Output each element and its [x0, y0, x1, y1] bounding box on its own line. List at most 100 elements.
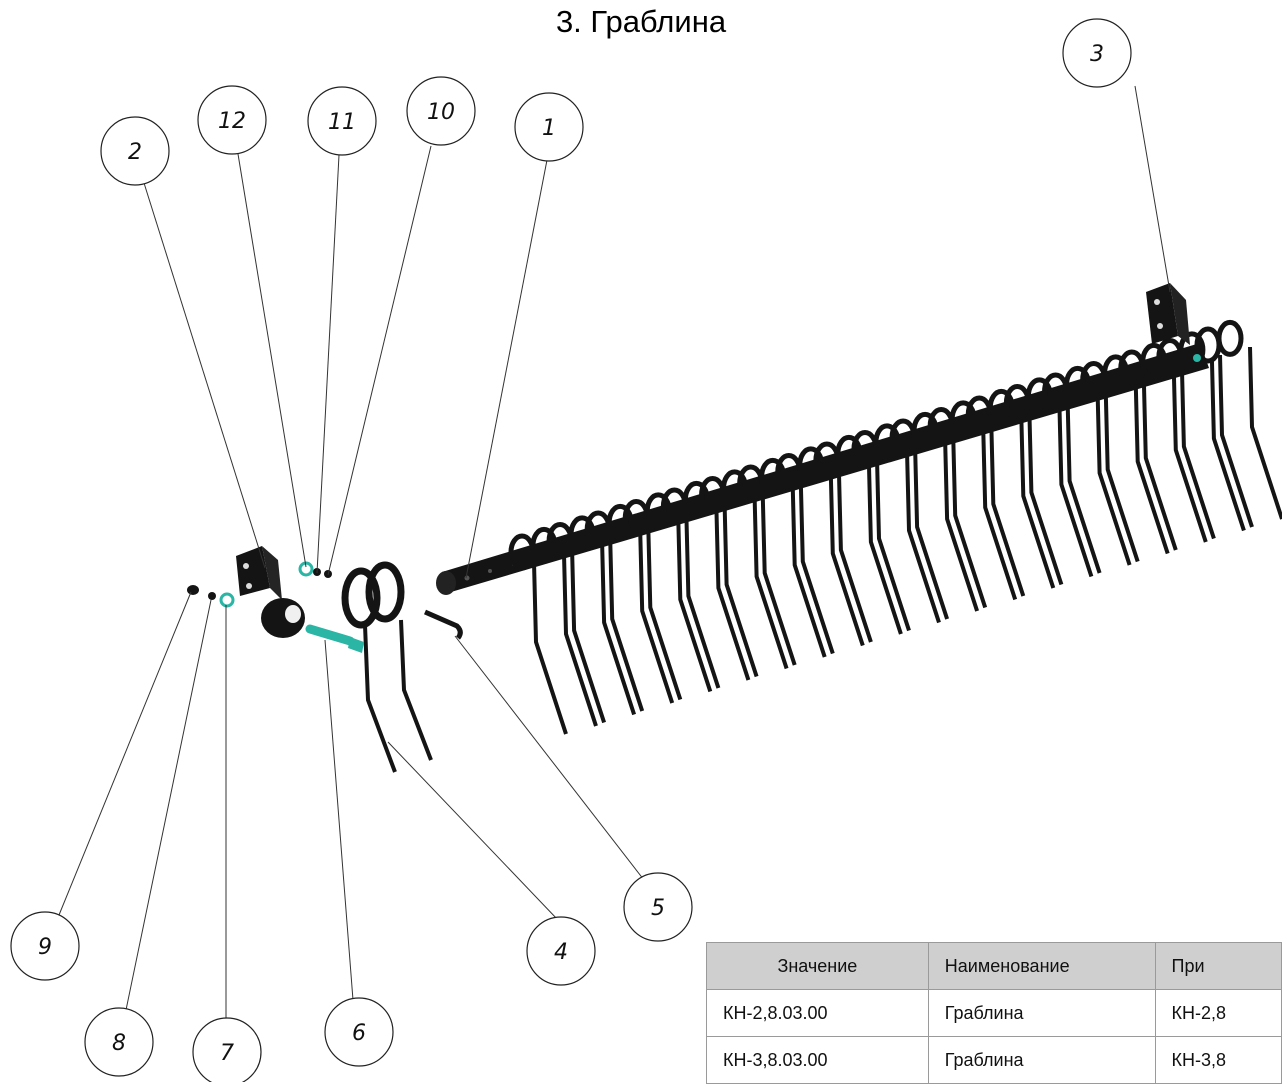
callout-c4: 4 — [526, 916, 596, 986]
table-cell: Граблина — [927, 1036, 1156, 1084]
tine-coil — [911, 411, 939, 449]
rake-shaft — [436, 343, 1209, 595]
tine-coil — [1102, 354, 1130, 392]
tine-leg — [1019, 415, 1056, 589]
tine-coil — [1064, 365, 1092, 403]
tine-leg — [1065, 400, 1102, 574]
callout-label: 9 — [38, 935, 52, 960]
tine-leg — [905, 450, 941, 624]
tine-leg — [1171, 369, 1208, 543]
table-header-cell: Значение — [706, 942, 929, 990]
callout-label: 12 — [218, 109, 246, 134]
tine-coil — [1216, 319, 1244, 357]
callout-label: 4 — [554, 940, 568, 965]
callout-label: 7 — [220, 1041, 234, 1066]
callout-c11: 11 — [307, 86, 377, 156]
tine-leg — [1141, 377, 1178, 551]
rake-tines — [532, 346, 1282, 735]
tine-leg — [981, 427, 1018, 601]
callout-label: 11 — [328, 110, 356, 135]
callout-c7: 7 — [192, 1017, 262, 1082]
tine-leg — [1095, 392, 1132, 566]
callout-c8: 8 — [84, 1007, 154, 1077]
tine-leg — [1027, 412, 1064, 586]
tine-coil — [721, 469, 749, 507]
tine-leg — [760, 492, 797, 666]
callout-c1: 1 — [514, 92, 584, 162]
tine-coil — [797, 446, 825, 484]
tine-coils — [508, 319, 1244, 571]
tine-leg — [676, 519, 713, 693]
tine-leg — [600, 542, 637, 716]
tine-leg — [951, 435, 988, 609]
callout-c12: 12 — [197, 85, 267, 155]
table-row: КН-2,8.03.00 Граблина КН-2,8 — [706, 989, 1282, 1037]
callout-c5: 5 — [623, 872, 693, 942]
tine-leg — [1103, 389, 1140, 563]
tine-leg — [1179, 366, 1216, 540]
tine-leg — [562, 553, 598, 727]
tine-coil — [1025, 377, 1053, 415]
leader-lines — [58, 85, 1171, 1022]
hardware-7-8-9 — [187, 585, 235, 608]
tine-leg — [638, 530, 675, 704]
callout-label: 1 — [542, 116, 556, 141]
tine-leg — [828, 473, 865, 647]
tine-leg — [866, 461, 903, 635]
tine-leg — [1133, 381, 1170, 555]
tine-coil — [873, 423, 901, 461]
page-title: 3. Граблина — [555, 4, 727, 39]
tine-leg — [836, 469, 873, 643]
tine-coil — [1178, 331, 1206, 369]
tine-leg — [943, 438, 980, 612]
tine-coil — [606, 503, 634, 541]
callout-label: 6 — [352, 1021, 366, 1046]
left-bracket — [236, 546, 305, 638]
table-cell: КН-2,8.03.00 — [706, 989, 929, 1037]
callout-label: 5 — [651, 896, 665, 921]
table-header-row: Значение Наименование При — [706, 942, 1282, 990]
table-cell: КН-2,8 — [1154, 989, 1282, 1037]
tine-leg — [790, 484, 827, 658]
tine-leg — [913, 446, 950, 620]
tine-coil — [568, 515, 596, 553]
callout-label: 10 — [427, 100, 455, 125]
callout-label: 3 — [1090, 42, 1104, 67]
tine-coil — [759, 457, 787, 495]
tine-leg — [989, 423, 1026, 597]
tine-leg — [1209, 358, 1246, 532]
tine-leg — [684, 515, 721, 689]
tine-coil — [530, 526, 558, 564]
tine-coil — [987, 388, 1015, 426]
tine-leg — [608, 538, 645, 712]
callout-c10: 10 — [406, 76, 476, 146]
bolt — [305, 624, 364, 653]
tine-leg — [1218, 354, 1254, 528]
tine-leg — [1248, 346, 1282, 520]
tine-leg — [798, 481, 835, 655]
tine-leg — [646, 527, 683, 701]
tine-leg — [570, 550, 607, 724]
table-header-cell: Наименование — [927, 942, 1156, 990]
table-cell: КН-3,8 — [1154, 1036, 1282, 1084]
hardware-10-11-12 — [298, 561, 332, 578]
single-tine — [341, 561, 433, 773]
callout-label: 2 — [128, 140, 142, 165]
callout-label: 8 — [112, 1031, 126, 1056]
tine-coil — [1140, 342, 1168, 380]
callout-c9: 9 — [10, 911, 80, 981]
table-row: КН-3,8.03.00 Граблина КН-3,8 — [706, 1036, 1282, 1084]
table-cell: КН-3,8.03.00 — [706, 1036, 929, 1084]
tine-leg — [1057, 404, 1094, 578]
tine-coil — [682, 480, 710, 518]
callout-c2: 2 — [100, 116, 170, 186]
tine-leg — [875, 458, 911, 632]
pin — [423, 609, 463, 640]
tine-coil — [835, 434, 863, 472]
tine-leg — [752, 496, 789, 670]
callout-c3: 3 — [1062, 18, 1132, 88]
callout-c6: 6 — [324, 997, 394, 1067]
table-header-cell: При — [1154, 942, 1282, 990]
tine-coil — [644, 492, 672, 530]
